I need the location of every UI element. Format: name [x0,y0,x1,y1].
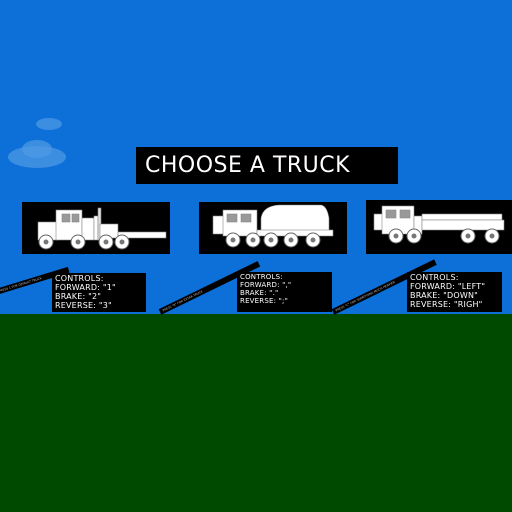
forward-control: FORWARD: "," [240,281,292,289]
reverse-control: REVERSE: ";" [240,297,289,305]
controls-header: CONTROLS: [240,273,283,281]
choose-truck-title: CHOOSE A TRUCK [136,147,398,184]
military-cargo-truck-icon [212,204,334,248]
cloud [22,140,52,158]
cloud [36,118,62,130]
controls-panel-3: CONTROLS: FORWARD: "LEFT" BRAKE: "DOWN" … [407,272,502,312]
semi-tractor-truck-icon [37,207,167,250]
brake-control: BRAKE: "2" [55,292,102,301]
controls-header: CONTROLS: [55,274,104,283]
forward-control: FORWARD: "LEFT" [410,282,486,291]
ground [0,314,512,512]
brake-control: BRAKE: "DOWN" [410,291,479,300]
controls-header: CONTROLS: [410,273,459,282]
truck-option-1[interactable] [22,202,170,254]
controls-panel-2: CONTROLS: FORWARD: "," BRAKE: "." REVERS… [237,272,332,312]
truck-option-3[interactable] [366,200,512,254]
reverse-control: REVERSE: "3" [55,301,112,310]
truck-option-2[interactable] [199,202,347,254]
controls-panel-1: CONTROLS: FORWARD: "1" BRAKE: "2" REVERS… [52,273,146,312]
heavy-flatbed-truck-icon [373,205,505,244]
reverse-control: REVERSE: "RIGH" [410,300,483,309]
brake-control: BRAKE: "." [240,289,279,297]
forward-control: FORWARD: "1" [55,283,116,292]
